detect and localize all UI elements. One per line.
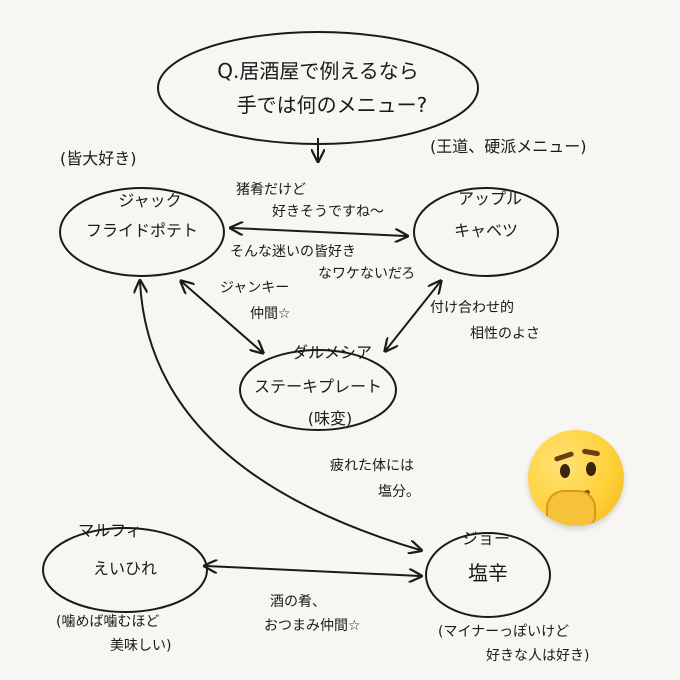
apple-dish: キャベツ	[453, 221, 519, 240]
joe-note-2: 好きな人は好き)	[486, 648, 590, 664]
malfi-dish: えいひれ	[92, 559, 158, 578]
dalmecia-dish: ステーキプレート	[253, 377, 383, 396]
dalmecia-note: (味変)	[307, 409, 353, 428]
malfi-name: マルフィ	[78, 521, 142, 540]
note-right-top: (王道、硬派メニュー)	[430, 137, 587, 156]
note-left-top: (皆大好き)	[60, 149, 137, 168]
edge-jack-dal-label-2: 仲間☆	[250, 306, 291, 322]
edge-jack-joe	[140, 282, 420, 550]
edge-jack-apple	[232, 228, 406, 236]
malfi-note-2: 美味しい)	[110, 638, 172, 654]
left-brow	[553, 451, 575, 462]
question-line-2: 手では何のメニュー?	[236, 93, 428, 117]
apple-bubble	[413, 187, 559, 277]
question-line-1: Q.居酒屋で例えるなら	[217, 59, 419, 83]
joe-name: ジョー	[461, 529, 511, 548]
edge-jack-apple-label-1: 猪肴だけど	[236, 182, 306, 198]
right-brow	[581, 448, 601, 457]
apple-name: アップル	[457, 189, 523, 208]
joe-bubble	[425, 532, 551, 618]
edge-jack-joe-label-2: 塩分。	[378, 484, 420, 500]
edge-jack-apple-label-4: なワケないだろ	[318, 266, 416, 282]
joe-note-1: (マイナーっぽいけど	[438, 624, 570, 640]
jack-dish: フライドポテト	[85, 221, 199, 240]
left-eye	[560, 464, 570, 478]
edge-malfi-joe-label-1: 酒の肴、	[270, 594, 326, 610]
edge-apple-dal-label-2: 相性のよさ	[470, 326, 540, 342]
edge-jack-joe-label-1: 疲れた体には	[330, 458, 414, 474]
malfi-note-1: (噛めば噛むほど	[56, 614, 160, 630]
edge-jack-dal-label-1: ジャンキー	[220, 280, 290, 296]
dalmecia-name: ダルメシア	[291, 343, 373, 362]
thinking-face-icon	[528, 430, 624, 526]
hand	[546, 490, 596, 526]
edge-jack-apple-label-3: そんな迷いの皆好き	[230, 244, 356, 260]
edge-apple-dal-label-1: 付け合わせ的	[430, 300, 514, 316]
edge-malfi-joe	[206, 566, 420, 576]
joe-dish: 塩辛	[468, 561, 508, 585]
edge-malfi-joe-label-2: おつまみ仲間☆	[264, 618, 361, 634]
edge-jack-apple-label-2: 好きそうですね〜	[272, 204, 384, 220]
question-bubble	[157, 31, 479, 145]
jack-bubble	[59, 187, 225, 277]
jack-name: ジャック	[118, 191, 182, 210]
right-eye	[586, 462, 596, 476]
